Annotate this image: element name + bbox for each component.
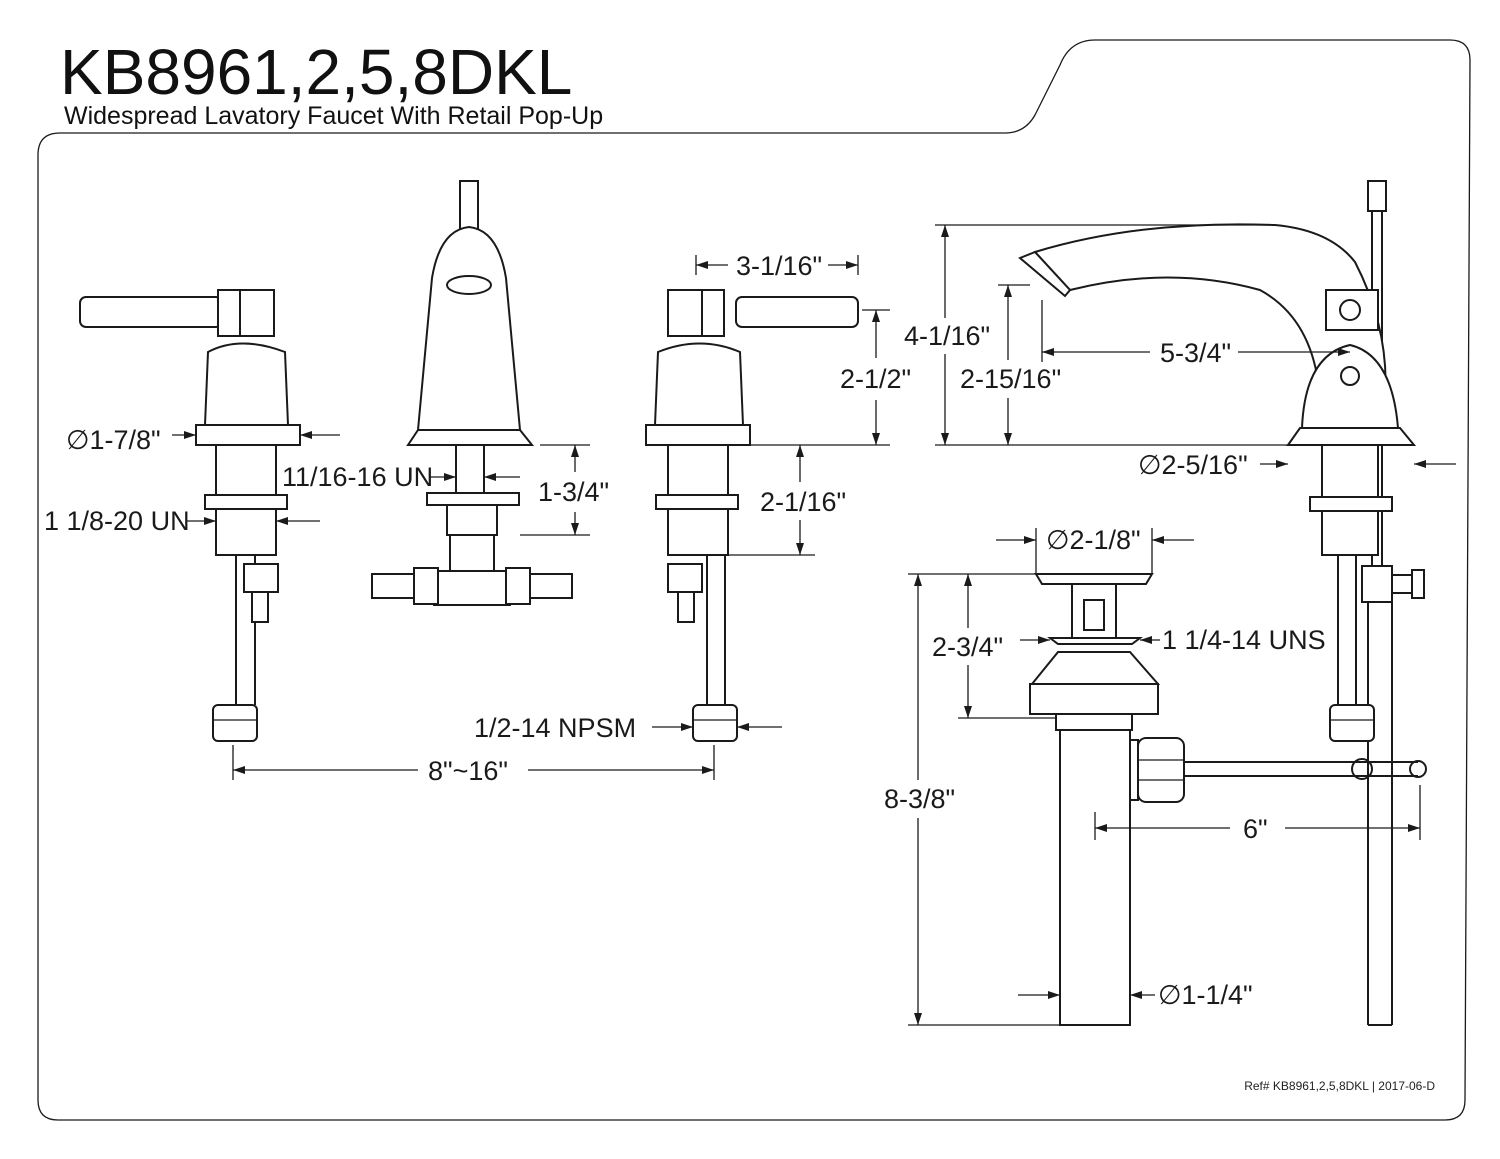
- label-handle-spread: 3-1/16": [736, 251, 822, 281]
- dimension-labels: ∅1-7/8" 1 1/8-20 UN 11/16-16 UN 1-3/4" 3…: [44, 251, 1326, 1010]
- faucet-side-view: [1018, 180, 1425, 1026]
- label-spout-thread: 11/16-16 UN: [282, 462, 433, 492]
- label-center-spread: 8"~16": [428, 756, 508, 786]
- label-tailpiece-dia: ∅1-1/4": [1158, 980, 1253, 1010]
- label-spout-shank: 1-3/4": [538, 477, 609, 507]
- dimension-lines: [172, 224, 1456, 1026]
- spout-front-view: [371, 180, 573, 606]
- right-handle-assembly: [645, 289, 859, 742]
- model-number: KB8961,2,5,8DKL: [60, 36, 572, 108]
- label-drain-total-height: 8-3/8": [884, 784, 955, 814]
- label-spout-clearance: 2-15/16": [960, 364, 1061, 394]
- label-supply-connection: 1/2-14 NPSM: [474, 713, 636, 743]
- label-handle-height: 2-1/2": [840, 364, 911, 394]
- reference-number: Ref# KB8961,2,5,8DKL | 2017-06-D: [1244, 1079, 1435, 1093]
- left-handle-assembly: [79, 289, 301, 742]
- label-lift-rod-reach: 6": [1243, 814, 1268, 844]
- label-drain-flange-dia: ∅2-1/8": [1046, 525, 1141, 555]
- label-spout-height: 4-1/16": [904, 321, 990, 351]
- label-handle-shank: 2-1/16": [760, 487, 846, 517]
- label-drain-body-height: 2-3/4": [932, 632, 1003, 662]
- label-spout-reach: 5-3/4": [1160, 338, 1231, 368]
- title-block: KB8961,2,5,8DKL Widespread Lavatory Fauc…: [60, 36, 603, 130]
- label-spout-flange-dia: ∅2-5/16": [1138, 450, 1248, 480]
- label-handle-flange-dia: ∅1-7/8": [66, 425, 161, 455]
- label-drain-thread: 1 1/4-14 UNS: [1162, 625, 1326, 655]
- product-description: Widespread Lavatory Faucet With Retail P…: [64, 102, 603, 130]
- drawing-frame: [37, 39, 1471, 1121]
- popup-drain-assembly: [1029, 573, 1427, 1026]
- label-handle-thread: 1 1/8-20 UN: [44, 506, 190, 536]
